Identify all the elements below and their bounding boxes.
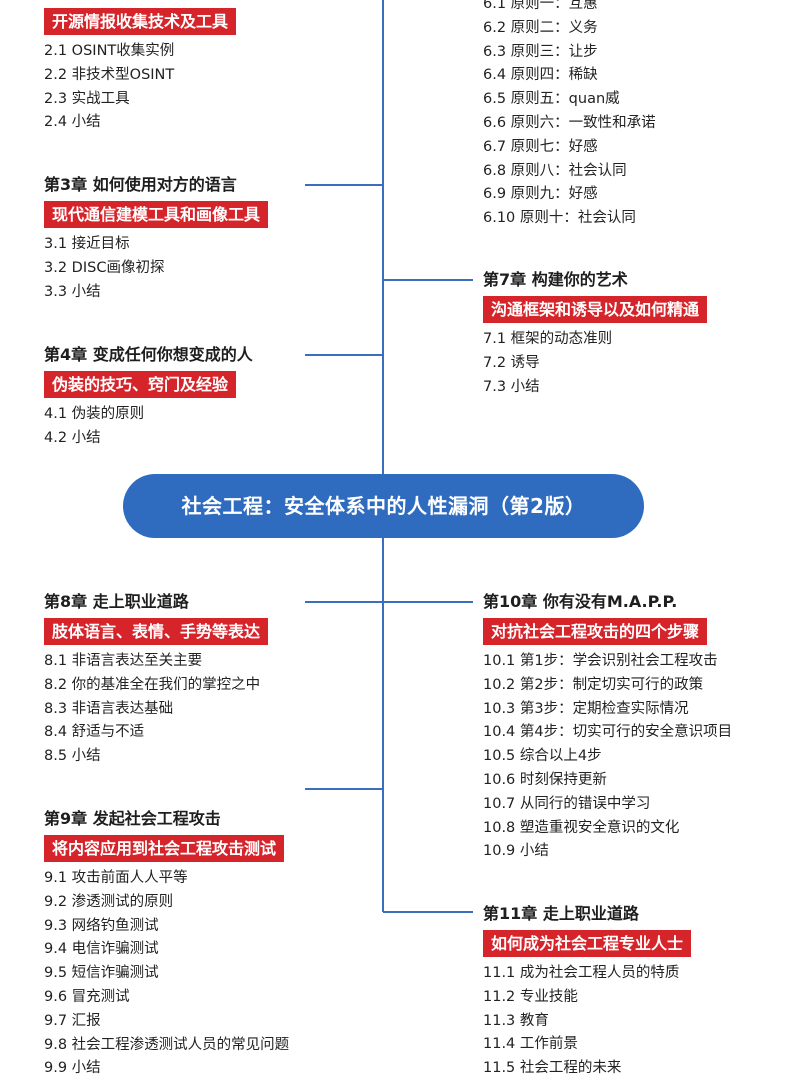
chapter-8-block: 第8章 走上职业道路 肢体语言、表情、手势等表达 8.1 非语言表达至关主要 8…	[44, 590, 269, 769]
book-title: 社会工程：安全体系中的人性漏洞（第2版）	[123, 474, 644, 538]
list-item: 10.4 第4步：切实可行的安全意识项目	[483, 724, 733, 741]
list-item: 7.3 小结	[483, 378, 540, 395]
list-item: 6.1 原则一：互惠	[483, 0, 598, 12]
list-item: 6.8 原则八：社会认同	[483, 162, 627, 179]
list-item: 9.6 冒充测试	[44, 988, 130, 1005]
list-item: 8.2 你的基准全在我们的掌控之中	[44, 676, 261, 693]
list-item: 8.3 非语言表达基础	[44, 700, 174, 717]
chapter-7-items: 7.1 框架的动态准则 7.2 诱导 7.3 小结	[483, 328, 707, 399]
list-item: 10.9 小结	[483, 843, 549, 860]
list-item: 10.2 第2步：制定切实可行的政策	[483, 676, 704, 693]
list-item: 2.3 实战工具	[44, 90, 130, 107]
list-item: 6.9 原则九：好感	[483, 186, 598, 203]
list-item: 10.8 塑造重视安全意识的文化	[483, 819, 680, 836]
chapter-11-badge: 如何成为社会工程专业人士	[483, 930, 692, 957]
list-item: 10.6 时刻保持更新	[483, 771, 607, 788]
list-item: 7.1 框架的动态准则	[483, 331, 613, 347]
chapter-10-heading: 第10章 你有没有M.A.P.P.	[483, 592, 678, 611]
list-item: 2.1 OSINT收集实例	[44, 43, 175, 59]
list-item: 4.1 伪装的原则	[44, 406, 145, 422]
chapter-9-badge: 将内容应用到社会工程攻击测试	[44, 835, 285, 862]
chapter-3-heading: 第3章 如何使用对方的语言	[44, 175, 237, 194]
list-item: 9.8 社会工程渗透测试人员的常见问题	[44, 1036, 290, 1053]
list-item: 2.4 小结	[44, 114, 101, 131]
list-item: 11.3 教育	[483, 1012, 549, 1029]
list-item: 11.5 社会工程的未来	[483, 1060, 622, 1077]
list-item: 11.1 成为社会工程人员的特质	[483, 965, 680, 981]
chapter-9-items: 9.1 攻击前面人人平等 9.2 渗透测试的原则 9.3 网络钓鱼测试 9.4 …	[44, 867, 289, 1081]
chapter-2-block: 开源情报收集技术及工具 2.1 OSINT收集实例 2.2 非技术型OSINT …	[44, 8, 237, 135]
chapter-9-heading: 第9章 发起社会工程攻击	[44, 809, 221, 828]
list-item: 6.2 原则二：义务	[483, 19, 598, 36]
list-item: 10.7 从同行的错误中学习	[483, 795, 651, 812]
list-item: 9.3 网络钓鱼测试	[44, 917, 159, 934]
list-item: 8.1 非语言表达至关主要	[44, 653, 203, 669]
chapter-4-block: 第4章 变成任何你想变成的人 伪装的技巧、窍门及经验 4.1 伪装的原则 4.2…	[44, 343, 253, 451]
branch-ch4	[305, 354, 383, 356]
chapter-11-block: 第11章 走上职业道路 如何成为社会工程专业人士 11.1 成为社会工程人员的特…	[483, 902, 692, 1081]
list-item: 4.2 小结	[44, 429, 101, 446]
list-item: 6.3 原则三：让步	[483, 43, 598, 60]
list-item: 11.4 工作前景	[483, 1036, 578, 1053]
chapter-11-items: 11.1 成为社会工程人员的特质 11.2 专业技能 11.3 教育 11.4 …	[483, 962, 691, 1081]
list-item: 9.2 渗透测试的原则	[44, 893, 174, 910]
list-item: 8.5 小结	[44, 748, 101, 765]
list-item: 6.4 原则四：稀缺	[483, 67, 598, 84]
chapter-7-block: 第7章 构建你的艺术 沟通框架和诱导以及如何精通 7.1 框架的动态准则 7.2…	[483, 268, 708, 399]
list-item: 10.3 第3步：定期检查实际情况	[483, 700, 689, 717]
list-item: 3.2 DISC画像初探	[44, 259, 165, 276]
branch-ch11	[383, 911, 473, 913]
chapter-6-items: 6.1 原则一：互惠 6.2 原则二：义务 6.3 原则三：让步 6.4 原则四…	[483, 0, 656, 231]
list-item: 6.5 原则五：quan威	[483, 91, 620, 108]
list-item: 10.1 第1步：学会识别社会工程攻击	[483, 653, 718, 669]
list-item: 3.1 接近目标	[44, 236, 130, 252]
chapter-3-items: 3.1 接近目标 3.2 DISC画像初探 3.3 小结	[44, 233, 268, 304]
chapter-4-items: 4.1 伪装的原则 4.2 小结	[44, 403, 253, 451]
chapter-8-badge: 肢体语言、表情、手势等表达	[44, 618, 269, 645]
spine-bottom	[382, 538, 384, 912]
list-item: 9.1 攻击前面人人平等	[44, 870, 188, 886]
chapter-7-heading: 第7章 构建你的艺术	[483, 270, 628, 289]
list-item: 9.9 小结	[44, 1060, 101, 1077]
chapter-11-heading: 第11章 走上职业道路	[483, 904, 639, 923]
chapter-8-items: 8.1 非语言表达至关主要 8.2 你的基准全在我们的掌控之中 8.3 非语言表…	[44, 650, 268, 769]
branch-ch7	[383, 279, 473, 281]
list-item: 11.2 专业技能	[483, 988, 578, 1005]
list-item: 8.4 舒适与不适	[44, 724, 145, 741]
list-item: 10.5 综合以上4步	[483, 748, 602, 765]
chapter-3-block: 第3章 如何使用对方的语言 现代通信建模工具和画像工具 3.1 接近目标 3.2…	[44, 173, 269, 304]
chapter-6-block: 6.1 原则一：互惠 6.2 原则二：义务 6.3 原则三：让步 6.4 原则四…	[483, 0, 656, 231]
chapter-7-badge: 沟通框架和诱导以及如何精通	[483, 296, 708, 323]
chapter-4-heading: 第4章 变成任何你想变成的人	[44, 345, 253, 364]
list-item: 2.2 非技术型OSINT	[44, 66, 175, 83]
branch-ch9	[305, 788, 383, 790]
list-item: 9.7 汇报	[44, 1012, 101, 1029]
list-item: 9.5 短信诈骗测试	[44, 965, 159, 982]
chapter-4-badge: 伪装的技巧、窍门及经验	[44, 371, 237, 398]
chapter-10-block: 第10章 你有没有M.A.P.P. 对抗社会工程攻击的四个步骤 10.1 第1步…	[483, 590, 732, 864]
branch-ch8	[305, 601, 383, 603]
branch-ch3	[305, 184, 383, 186]
spine-top	[382, 0, 384, 474]
chapter-9-block: 第9章 发起社会工程攻击 将内容应用到社会工程攻击测试 9.1 攻击前面人人平等…	[44, 807, 289, 1081]
chapter-3-badge: 现代通信建模工具和画像工具	[44, 201, 269, 228]
list-item: 7.2 诱导	[483, 354, 540, 371]
chapter-8-heading: 第8章 走上职业道路	[44, 592, 189, 611]
list-item: 6.10 原则十：社会认同	[483, 210, 636, 227]
chapter-10-badge: 对抗社会工程攻击的四个步骤	[483, 618, 708, 645]
chapter-2-badge: 开源情报收集技术及工具	[44, 8, 237, 35]
list-item: 6.6 原则六：一致性和承诺	[483, 114, 656, 131]
branch-ch10	[383, 601, 473, 603]
list-item: 3.3 小结	[44, 283, 101, 300]
list-item: 9.4 电信诈骗测试	[44, 941, 159, 958]
chapter-2-items: 2.1 OSINT收集实例 2.2 非技术型OSINT 2.3 实战工具 2.4…	[44, 40, 236, 135]
list-item: 6.7 原则七：好感	[483, 138, 598, 155]
chapter-10-items: 10.1 第1步：学会识别社会工程攻击 10.2 第2步：制定切实可行的政策 1…	[483, 650, 732, 864]
